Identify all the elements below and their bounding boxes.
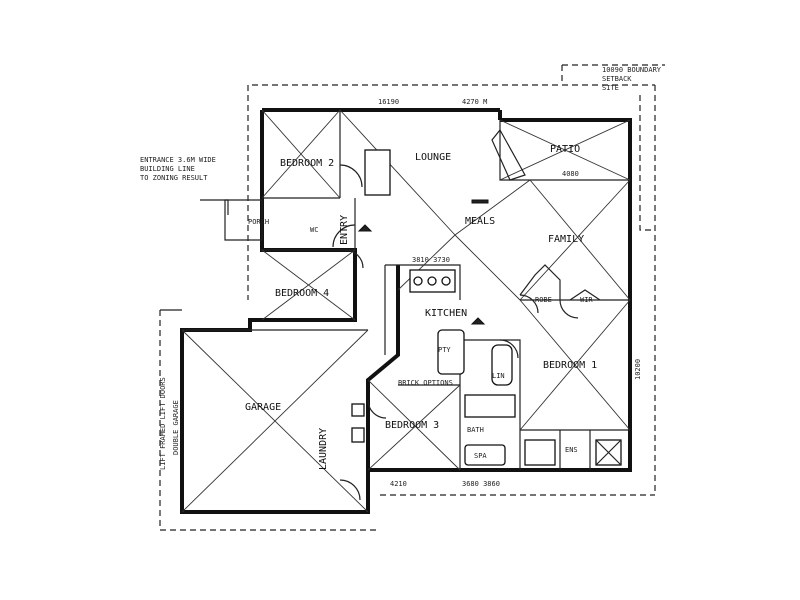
label-entry: ENTRY — [339, 215, 350, 245]
label-wc: WC — [310, 226, 318, 234]
dim-top-left: 16190 — [378, 98, 399, 106]
label-spa: SPA — [474, 452, 487, 460]
note-garage-door: DOUBLE GARAGE — [172, 400, 180, 455]
fixtures — [351, 128, 622, 466]
label-laundry: LAUNDRY — [318, 428, 329, 470]
label-bedroom2: BEDROOM 2 — [280, 158, 334, 169]
exterior-walls — [180, 108, 632, 514]
label-pantry: PTY — [438, 346, 451, 354]
label-bedroom3: BEDROOM 3 — [385, 420, 439, 431]
dim-bottom-left: 4210 — [390, 480, 407, 488]
text-line: SETBACK — [602, 75, 632, 83]
label-kitchen: KITCHEN — [425, 308, 467, 319]
site-boundary — [159, 64, 665, 531]
label-ensuite: ENS — [565, 446, 578, 454]
text-line: SITE — [602, 84, 619, 92]
room-labels: BEDROOM 2 LOUNGE PATIO MEALS FAMILY ENTR… — [245, 144, 597, 470]
dim-top-right: 4270 M — [462, 98, 487, 106]
text-line: 10090 BOUNDARY — [602, 66, 662, 74]
label-lounge: LOUNGE — [415, 152, 451, 163]
note-bottom: BRICK OPTIONS — [398, 379, 453, 387]
text-line: TO ZONING RESULT — [140, 174, 208, 182]
arrow-marks — [160, 199, 486, 325]
dim-bottom-mid: 3680 3860 — [462, 480, 500, 488]
label-meals: MEALS — [465, 216, 495, 227]
interior-walls — [182, 110, 630, 470]
label-patio: PATIO — [550, 144, 580, 155]
note-garage-side: LIFT FRAMED LIFT DOORS — [159, 377, 167, 470]
label-bath: BATH — [467, 426, 484, 434]
label-bedroom4: BEDROOM 4 — [275, 288, 329, 299]
label-porch: PORCH — [248, 218, 269, 226]
dim-right-side: 10200 — [634, 359, 642, 380]
text-line: ENTRANCE 3.6M WIDE — [140, 156, 216, 164]
label-family: FAMILY — [548, 234, 584, 245]
dim-patio: 4080 — [562, 170, 579, 178]
doors — [332, 164, 579, 501]
label-bedroom1: BEDROOM 1 — [543, 360, 597, 371]
label-robe: ROBE — [535, 296, 552, 304]
text-line: BUILDING LINE — [140, 165, 195, 173]
dim-kitchen: 3810 3730 — [412, 256, 450, 264]
label-garage: GARAGE — [245, 402, 281, 413]
label-wir: WIR — [580, 296, 593, 304]
label-linen: LIN — [492, 372, 505, 380]
ceiling-lines — [181, 109, 631, 513]
